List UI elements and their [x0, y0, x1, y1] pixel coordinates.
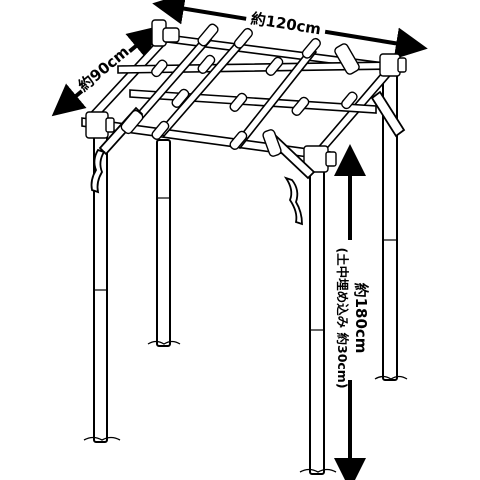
- back-right-joint: [334, 43, 407, 138]
- back-left-pole: [147, 139, 181, 347]
- width-label: 約120cm: [249, 10, 322, 39]
- height-dimension: 約180cm (土中埋め込み 約30cm): [330, 144, 370, 480]
- front-right-joint: [262, 129, 337, 226]
- front-left-joint: [85, 106, 144, 194]
- roof-frame: [81, 33, 399, 161]
- back-left-joint: [151, 19, 180, 47]
- height-note: (土中埋め込み 約30cm): [335, 247, 350, 388]
- height-label: 約180cm: [352, 283, 370, 354]
- roof-ties: [151, 23, 358, 150]
